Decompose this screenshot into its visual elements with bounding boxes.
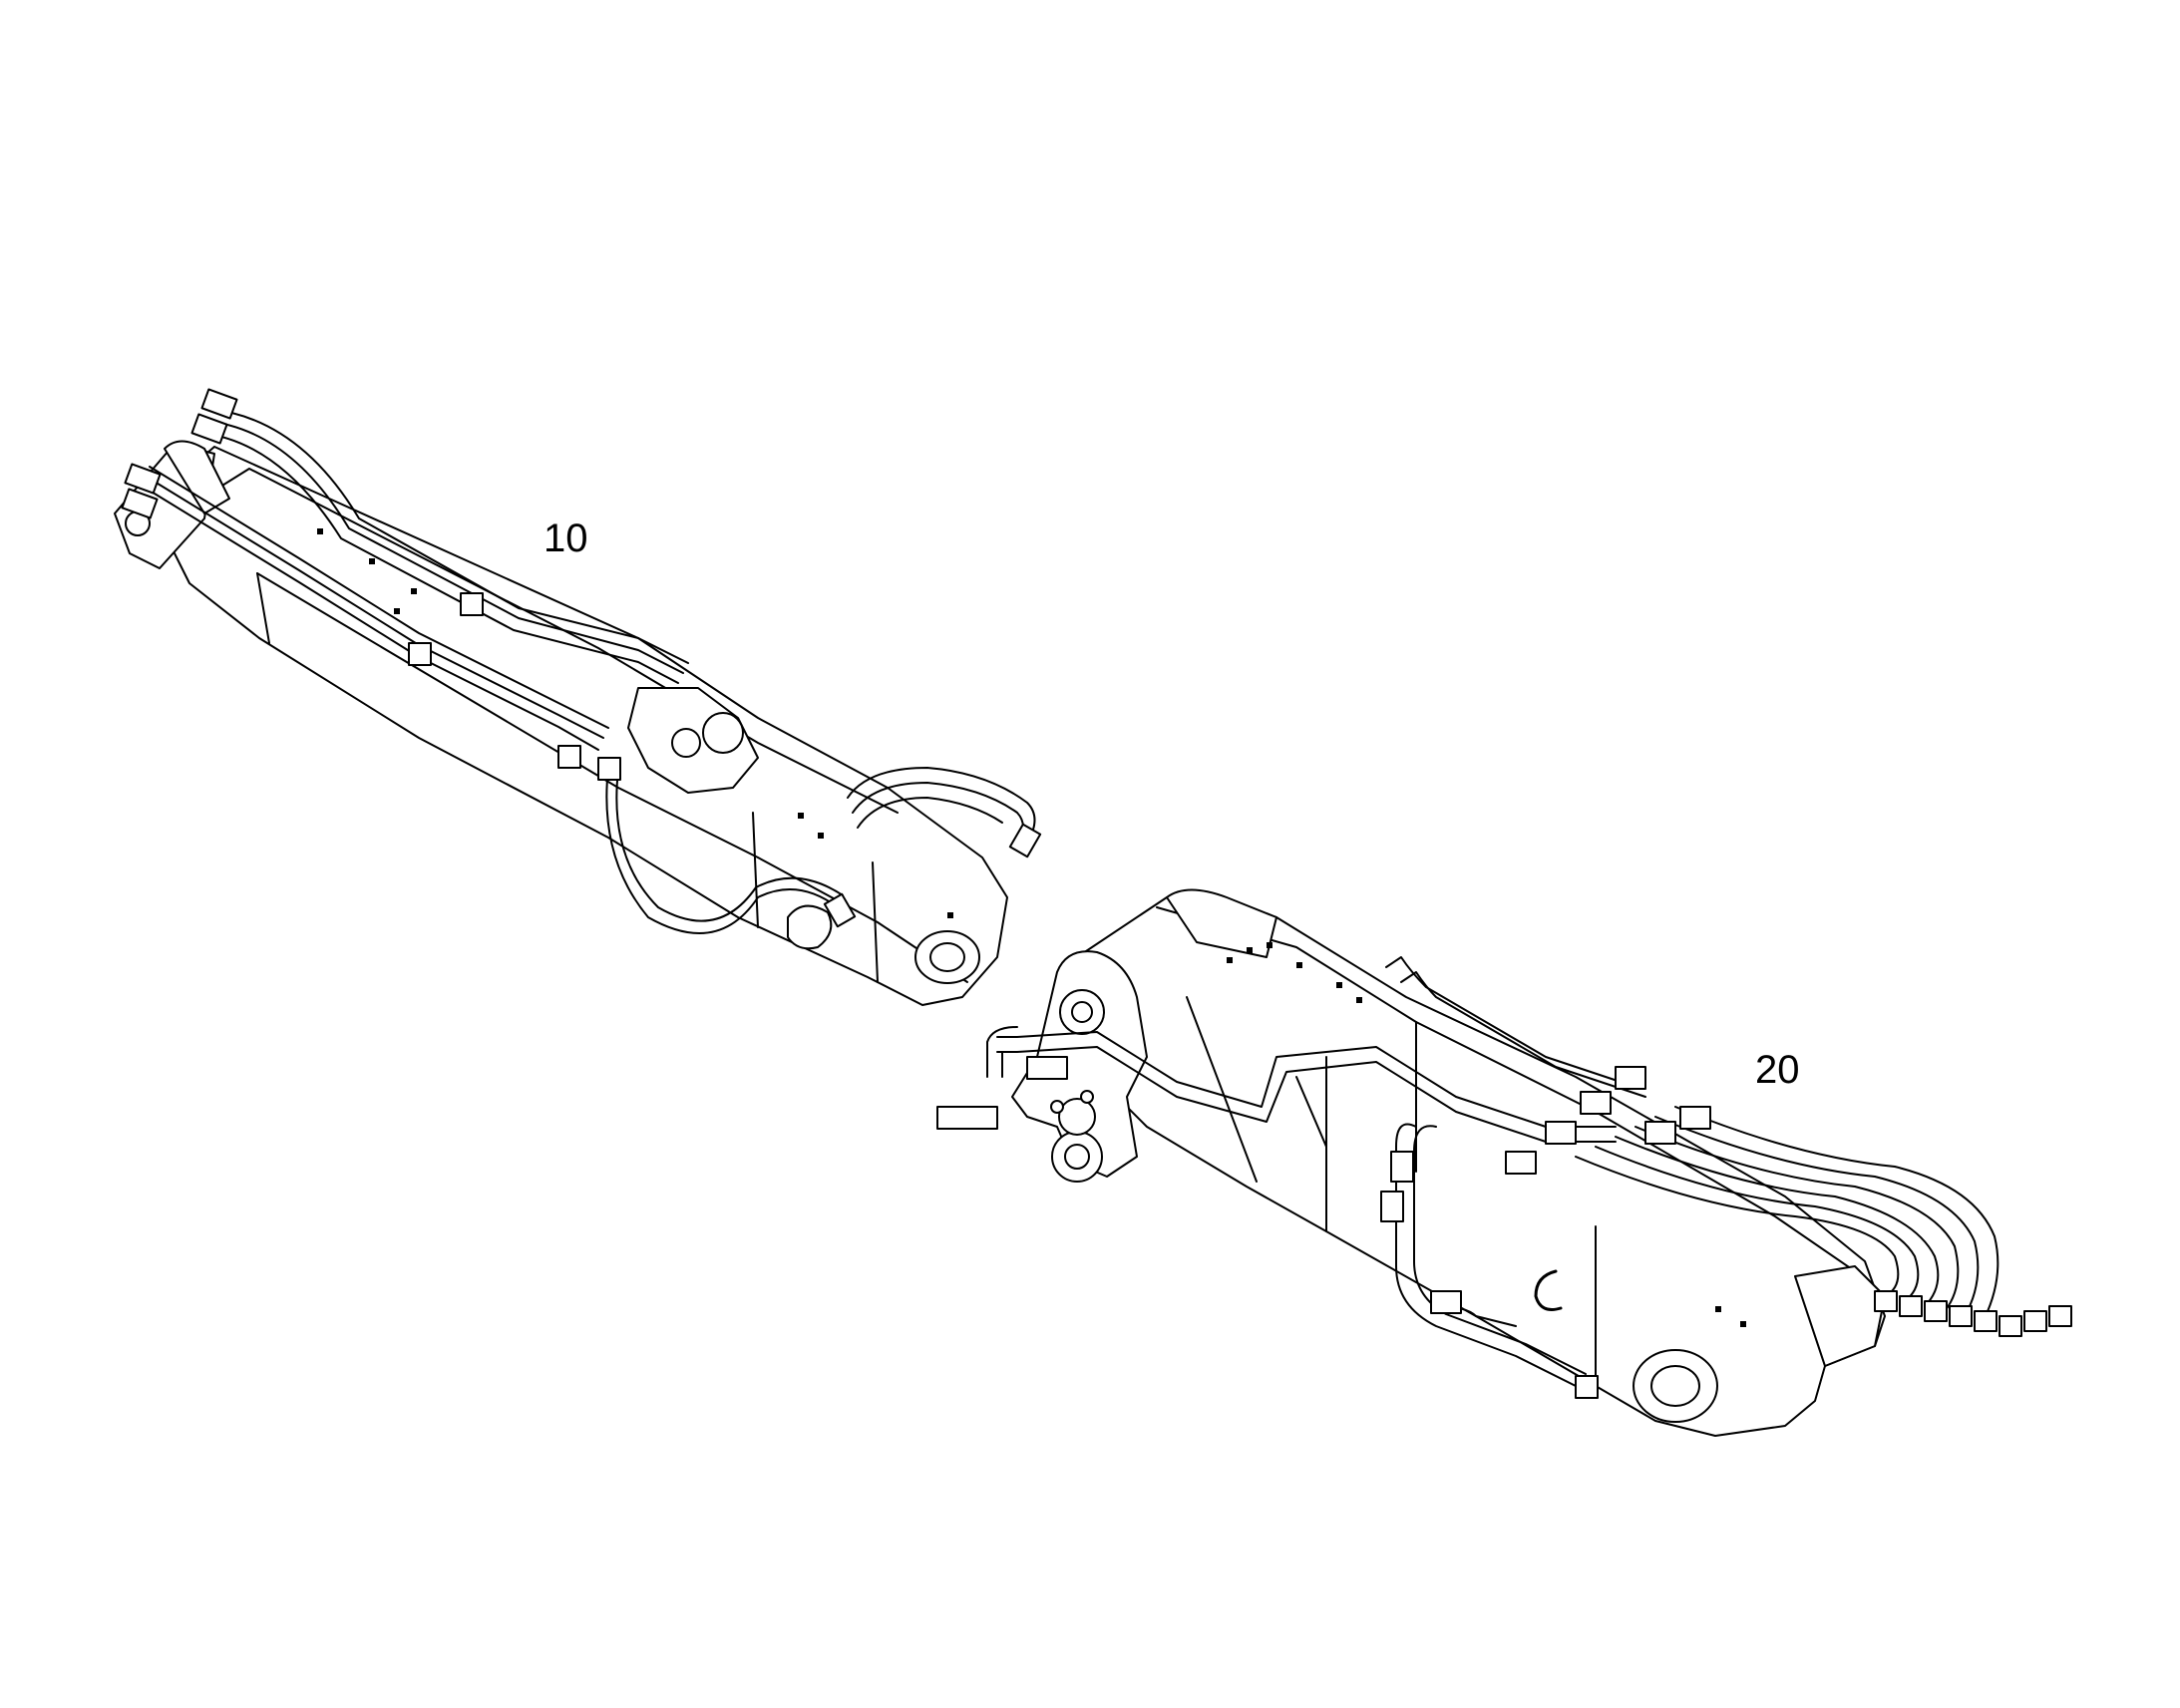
boom-bolt-holes	[1227, 942, 1746, 1327]
callout-part-10: 10	[544, 516, 588, 560]
boom-hose-fitting	[936, 1106, 998, 1130]
boom-cylinder-mount	[1058, 1098, 1096, 1136]
part-10-arm-assembly	[114, 388, 1042, 1006]
boom-foot-pin-upper-bore	[1071, 1001, 1093, 1023]
boom-front-boss-bore	[1650, 1365, 1700, 1407]
boom-hose-bundle	[986, 956, 1999, 1387]
boom-hose-clamp	[1580, 1091, 1612, 1115]
arm-tip-cylinder	[164, 440, 230, 514]
arm-hose-clamp	[408, 642, 432, 666]
boom-hose-clamp	[1505, 1151, 1537, 1175]
boom-upper-plate	[1166, 888, 1277, 958]
arm-hose-clamp	[597, 757, 621, 781]
boom-mount-bolt	[1050, 1100, 1064, 1114]
arm-hose-fitting	[121, 488, 159, 519]
boom-hose-clamp	[1545, 1121, 1577, 1145]
arm-hose-end-fitting	[1008, 823, 1042, 858]
callout-part-20: 20	[1755, 1048, 1800, 1092]
boom-hose-clamp	[1390, 1151, 1414, 1183]
boom-hose-clamp	[1644, 1121, 1676, 1145]
arm-hose-fitting	[124, 463, 162, 495]
arm-hose-clamp	[460, 592, 484, 616]
boom-front-nose	[1794, 1265, 1886, 1367]
arm-mid-pivot	[671, 728, 701, 758]
arm-bracket-pin	[702, 712, 744, 754]
boom-hose-clamp	[1026, 1056, 1068, 1080]
boom-beam-body	[1066, 891, 1886, 1437]
boom-side-marking	[1534, 1269, 1563, 1311]
boom-hose-clamp	[1380, 1191, 1404, 1222]
boom-top-plate	[1156, 906, 1856, 1272]
boom-hose-end-fitting	[1430, 1290, 1462, 1314]
boom-mount-bolt	[1080, 1090, 1094, 1104]
arm-side-panel	[256, 572, 968, 983]
part-20-boom-assembly	[936, 888, 2072, 1437]
arm-panel-divider	[256, 572, 879, 983]
boom-web-divider	[1186, 996, 1327, 1183]
boom-foot-pin-lower-bore	[1064, 1144, 1090, 1170]
arm-hose-clamp	[557, 745, 581, 769]
arm-bottom-link	[787, 904, 833, 950]
arm-bolt-holes	[317, 528, 953, 918]
arm-hose-fitting	[190, 413, 228, 445]
boom-front-fittings	[1874, 1290, 2072, 1337]
boom-hose-clamp	[1615, 1066, 1646, 1090]
arm-hose-bundle	[149, 408, 1036, 934]
arm-hose-end-fitting	[823, 892, 857, 928]
arm-rear-boss-bore	[929, 942, 965, 972]
boom-hose-end-fitting	[1575, 1375, 1599, 1399]
arm-hose-fitting	[200, 388, 238, 420]
boom-hose-clamp	[1679, 1106, 1711, 1130]
